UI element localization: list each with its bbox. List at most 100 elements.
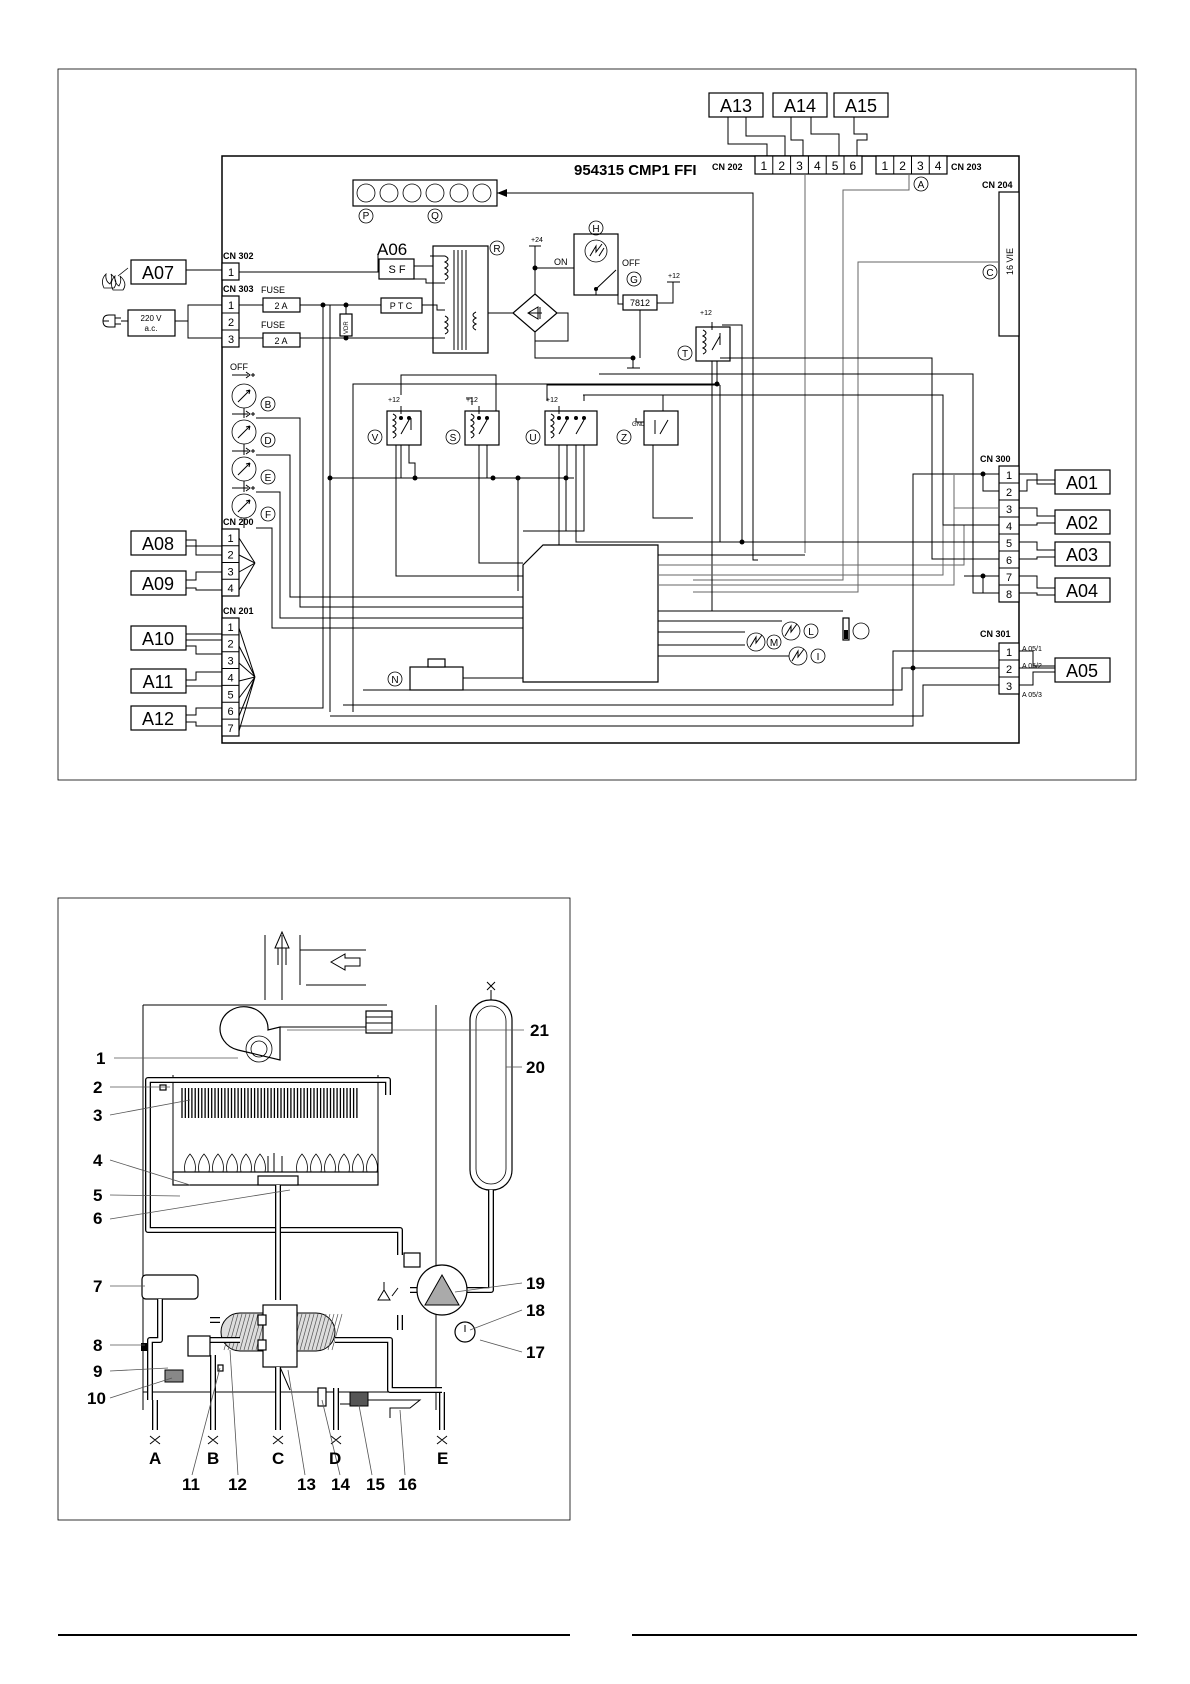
svg-text:P T C: P T C: [390, 301, 413, 311]
svg-text:CN 301: CN 301: [980, 629, 1011, 639]
svg-text:N: N: [391, 675, 398, 686]
svg-text:+24: +24: [531, 237, 543, 244]
led-m-icon: [746, 632, 766, 652]
pin-label: 1: [227, 622, 233, 634]
svg-text:Q: Q: [431, 211, 439, 222]
pin-label: 3: [227, 656, 233, 668]
svg-text:A04: A04: [1066, 581, 1098, 601]
svg-text:A03: A03: [1066, 545, 1098, 565]
svg-text:A15: A15: [845, 96, 877, 116]
component-a10: A10: [130, 625, 187, 651]
svg-text:16 VIE: 16 VIE: [1005, 248, 1015, 275]
svg-text:Z: Z: [621, 433, 627, 444]
pin-label: 1: [1006, 470, 1012, 482]
component-a15: A15: [833, 92, 889, 118]
pin-label: 2: [227, 550, 233, 562]
svg-text:A02: A02: [1066, 513, 1098, 533]
svg-text:VDR: VDR: [344, 321, 350, 334]
svg-text:A09: A09: [142, 574, 174, 594]
component-a01: A01: [1054, 469, 1111, 495]
svg-text:A05: A05: [1066, 661, 1098, 681]
fuse-2: [262, 332, 301, 348]
svg-text:R: R: [493, 244, 500, 255]
svg-text:A12: A12: [142, 709, 174, 729]
svg-text:A07: A07: [142, 263, 174, 283]
svg-text:S: S: [450, 433, 457, 444]
relay-z: GND Z: [616, 410, 679, 446]
svg-text:FUSE: FUSE: [261, 285, 285, 295]
svg-text:CN 202: CN 202: [712, 162, 743, 172]
svg-text:S F: S F: [388, 264, 405, 276]
svg-text:3: 3: [228, 334, 234, 346]
svg-text:I: I: [817, 652, 820, 663]
transformer: [432, 245, 489, 354]
micro-controller: [522, 544, 659, 683]
svg-text:2 A: 2 A: [274, 301, 287, 311]
pin-label: 3: [917, 159, 924, 173]
svg-text:GND: GND: [632, 422, 646, 428]
svg-text:H: H: [592, 224, 599, 235]
pin-label: 4: [935, 159, 942, 173]
pin-label: 4: [227, 583, 233, 595]
component-a14: A14: [772, 92, 828, 118]
svg-text:A08: A08: [142, 534, 174, 554]
pin-label: 3: [796, 159, 803, 173]
pin-label: 4: [227, 672, 233, 684]
component-a04: A04: [1054, 577, 1111, 603]
svg-text:+12: +12: [700, 310, 712, 317]
svg-text:A01: A01: [1066, 473, 1098, 493]
svg-text:P: P: [363, 211, 370, 222]
led-l-icon: [781, 621, 801, 641]
svg-text:A 05/2: A 05/2: [1022, 663, 1042, 670]
svg-text:CN 303: CN 303: [223, 284, 254, 294]
svg-text:2: 2: [228, 317, 234, 329]
svg-text:a.c.: a.c.: [145, 324, 158, 333]
pin-label: 1: [882, 159, 889, 173]
pq-connector: P Q: [352, 179, 498, 224]
svg-text:F: F: [265, 510, 271, 521]
svg-text:A06: A06: [377, 240, 407, 259]
svg-text:FUSE: FUSE: [261, 320, 285, 330]
potentiometer-f: F: [231, 484, 276, 522]
svg-text:A13: A13: [720, 96, 752, 116]
svg-text:OFF: OFF: [230, 362, 248, 372]
cn201-connector: [221, 617, 240, 737]
svg-text:L: L: [808, 627, 814, 638]
pin-label: 1: [227, 533, 233, 545]
component-a03: A03: [1054, 541, 1111, 567]
pin-label: 5: [832, 159, 839, 173]
svg-text:A 05/1: A 05/1: [1022, 646, 1042, 653]
pin-label: 6: [1006, 555, 1012, 567]
control-board: [221, 155, 1020, 744]
component-a05: A05: [1054, 657, 1111, 683]
relay-t: [695, 326, 731, 362]
svg-text:B: B: [265, 400, 272, 411]
component-a06-sf: [378, 258, 415, 280]
pin-label: 8: [1006, 589, 1012, 601]
potentiometer-d: D: [231, 410, 276, 448]
wiring-frame: [57, 68, 1137, 781]
pin-label: 5: [1006, 538, 1012, 550]
board-title: 954315 CMP1 FFI: [574, 162, 697, 179]
svg-text:CN 300: CN 300: [980, 454, 1011, 464]
svg-text:C: C: [986, 268, 993, 279]
sensor-indicator: [842, 617, 850, 641]
pin-label: 2: [1006, 487, 1012, 499]
pin-label: 5: [227, 689, 233, 701]
component-a08: A08: [130, 530, 187, 556]
svg-text:U: U: [529, 433, 536, 444]
svg-text:V: V: [372, 433, 379, 444]
potentiometer-b: B: [231, 371, 276, 412]
component-a11: A11: [130, 668, 187, 694]
pin-label: 3: [227, 566, 233, 578]
component-a09: A09: [130, 570, 187, 596]
svg-text:A14: A14: [784, 96, 816, 116]
component-a02: A02: [1054, 509, 1111, 535]
svg-text:G: G: [630, 275, 638, 286]
pin-label: 2: [899, 159, 906, 173]
cn303-connector: [221, 295, 240, 348]
potentiometer-e: E: [231, 447, 276, 485]
